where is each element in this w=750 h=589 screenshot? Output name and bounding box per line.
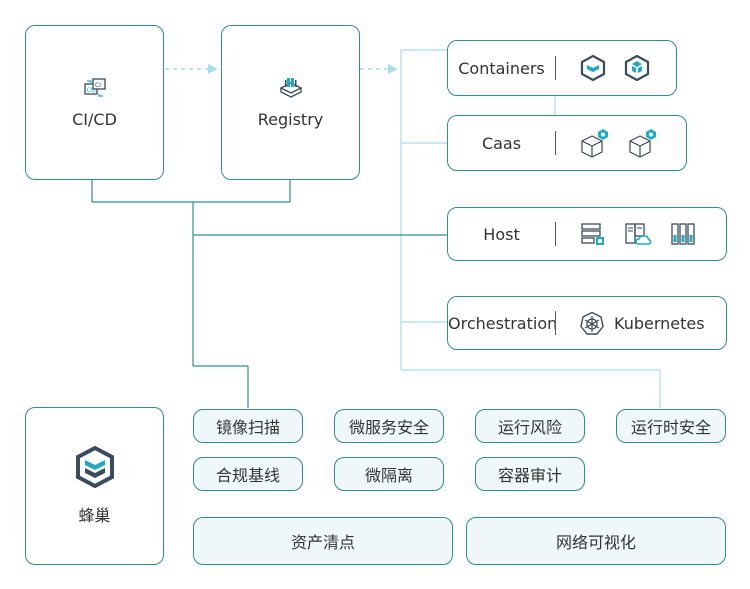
containers-box: Containers bbox=[447, 40, 677, 96]
cloud-cube-icon bbox=[628, 128, 658, 158]
product-box: 蜂巢 bbox=[25, 407, 164, 565]
feature-network-visualization: 网络可视化 bbox=[466, 517, 726, 565]
orchestration-box: Orchestration Kubernetes bbox=[447, 296, 727, 350]
host-label: Host bbox=[483, 224, 520, 244]
product-label: 蜂巢 bbox=[78, 506, 111, 525]
container-cube-icon bbox=[580, 54, 606, 82]
feature-runtime-security: 运行时安全 bbox=[616, 409, 726, 443]
arrowhead bbox=[208, 64, 218, 74]
server-tower-icon bbox=[670, 221, 696, 247]
caas-box: Caas bbox=[447, 115, 687, 171]
feature-runtime-risk: 运行风险 bbox=[475, 409, 585, 443]
cicd-box: CI CD CI/CD bbox=[25, 25, 164, 180]
ci-cd-icon: CI CD bbox=[83, 76, 107, 100]
registry-icon bbox=[278, 76, 304, 100]
feature-micro-isolation: 微隔离 bbox=[334, 457, 444, 491]
caas-label: Caas bbox=[481, 133, 522, 153]
feature-compliance-baseline: 合规基线 bbox=[193, 457, 303, 491]
arrowhead bbox=[388, 64, 398, 74]
cloud-cube-icon bbox=[580, 128, 610, 158]
containers-label: Containers bbox=[458, 58, 545, 78]
main-connectors bbox=[91, 180, 447, 408]
host-box: Host bbox=[447, 207, 727, 261]
divider bbox=[555, 131, 556, 155]
svg-text:CD: CD bbox=[86, 87, 95, 94]
server-rack-icon bbox=[580, 221, 606, 247]
feature-microservice-security: 微服务安全 bbox=[334, 409, 444, 443]
kubernetes-label: Kubernetes bbox=[614, 313, 705, 333]
container-cube-icon bbox=[624, 54, 650, 82]
divider bbox=[555, 56, 556, 80]
feature-image-scan: 镜像扫描 bbox=[193, 409, 303, 443]
feature-container-audit: 容器审计 bbox=[475, 457, 585, 491]
kubernetes-icon bbox=[580, 311, 604, 335]
server-cloud-icon bbox=[624, 221, 652, 247]
registry-label: Registry bbox=[257, 110, 324, 129]
cicd-label: CI/CD bbox=[72, 110, 117, 129]
divider bbox=[555, 311, 556, 335]
divider bbox=[555, 222, 556, 246]
svg-text:CI: CI bbox=[95, 82, 101, 89]
runtime-bracket bbox=[400, 49, 661, 408]
registry-box: Registry bbox=[221, 25, 360, 180]
feature-asset-inventory: 资产清点 bbox=[193, 517, 453, 565]
orchestration-label: Orchestration bbox=[448, 313, 558, 333]
hive-logo-icon bbox=[75, 446, 115, 488]
